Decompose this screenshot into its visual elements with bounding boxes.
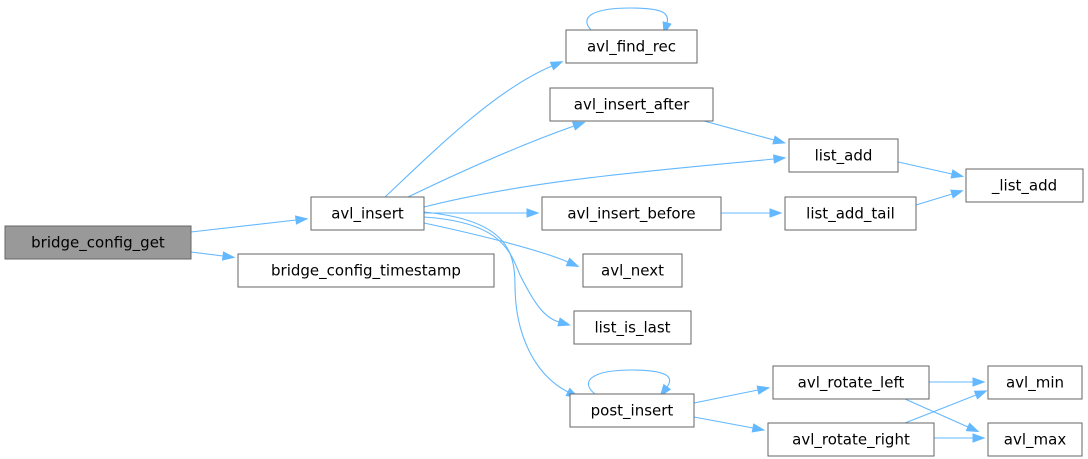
- edge-avl-insert-after-to-list-add: [703, 120, 775, 141]
- node-label: post_insert: [591, 402, 674, 421]
- node-label: avl_max: [1004, 431, 1067, 450]
- edge-list-add-tail-to--list-add: [915, 193, 953, 206]
- edge-avl-insert-to-avl-next: [423, 222, 569, 263]
- node-avl-max[interactable]: avl_max: [987, 422, 1083, 457]
- node-box: [541, 196, 722, 231]
- node-avl-min[interactable]: avl_min: [987, 365, 1083, 400]
- node-underscore-list-add[interactable]: _list_add: [965, 168, 1084, 203]
- node-post-insert[interactable]: post_insert: [569, 393, 695, 428]
- edge-avl-insert-to-list-add: [423, 158, 775, 208]
- edge-list-add-to--list-add: [897, 161, 953, 175]
- node-list-is-last[interactable]: list_is_last: [573, 310, 692, 345]
- node-box: [237, 253, 495, 288]
- node-box: [788, 138, 899, 173]
- edge-bridge-config-get-to-avl-insert: [190, 219, 297, 233]
- call-graph-edges: [190, 7, 988, 443]
- node-box: [549, 87, 714, 122]
- arrowhead-avl-insert-to-avl-insert-after: [571, 121, 586, 131]
- arrowhead-list-add-to--list-add: [950, 169, 965, 179]
- node-box: [987, 422, 1083, 457]
- node-box: [565, 29, 698, 64]
- node-avl-rotate-right[interactable]: avl_rotate_right: [767, 422, 935, 457]
- edge-avl-rotate-left-to-avl-max: [904, 398, 969, 428]
- node-label: avl_next: [601, 262, 664, 281]
- node-bridge-config-get[interactable]: bridge_config_get: [4, 225, 192, 260]
- node-box: [772, 365, 930, 400]
- node-bridge-config-timestamp[interactable]: bridge_config_timestamp: [237, 253, 495, 288]
- arrowhead-list-add-tail-to--list-add: [950, 189, 964, 199]
- node-label: bridge_config_timestamp: [271, 262, 461, 281]
- node-avl-insert-before[interactable]: avl_insert_before: [541, 196, 722, 231]
- arrowhead-avl-insert-to-avl-next: [565, 257, 580, 267]
- node-avl-next[interactable]: avl_next: [582, 253, 683, 288]
- edge-avl-insert-to-post-insert: [423, 211, 569, 393]
- node-label: avl_insert_after: [574, 96, 690, 115]
- edge-post-insert-to-avl-rotate-right: [693, 416, 754, 429]
- arrowhead-avl-rotate-left-to-avl-max: [965, 422, 980, 433]
- node-box: [310, 196, 425, 231]
- node-list-add[interactable]: list_add: [788, 138, 899, 173]
- node-label: avl_rotate_right: [792, 431, 910, 450]
- node-box: [987, 365, 1083, 400]
- edge-post-insert-to-avl-rotate-left: [693, 389, 759, 404]
- node-label: list_is_last: [594, 319, 670, 338]
- arrowhead-post-insert-to-avl-rotate-right: [751, 423, 766, 433]
- node-avl-insert[interactable]: avl_insert: [310, 196, 425, 231]
- node-label: _list_add: [991, 177, 1057, 196]
- arrowhead-avl-rotate-right-to-avl-max: [972, 433, 986, 443]
- node-label: avl_insert_before: [567, 205, 695, 224]
- arrowhead-avl-rotate-left-to-avl-min: [972, 377, 986, 387]
- node-label: avl_rotate_left: [798, 374, 905, 393]
- arrowhead-avl-insert-to-list-is-last: [557, 317, 571, 327]
- node-box: [767, 422, 935, 457]
- edge-avl-rotate-right-to-avl-min: [904, 394, 977, 424]
- arrowhead-post-insert-to-avl-rotate-left: [756, 385, 771, 395]
- node-box: [784, 196, 917, 231]
- arrowhead-avl-insert-to-avl-find-rec: [549, 61, 564, 71]
- arrowhead-bridge-config-get-to-avl-insert: [294, 215, 309, 225]
- edge-bridge-config-get-to-bridge-config-timestamp: [190, 251, 224, 257]
- arrowhead-avl-insert-to-list-add: [773, 154, 787, 164]
- edge-avl-insert-to-avl-find-rec: [384, 65, 553, 198]
- node-box: [573, 310, 692, 345]
- call-graph-nodes: bridge_config_get avl_insert bridge_config…: [4, 29, 1084, 457]
- node-label: avl_find_rec: [587, 38, 676, 57]
- edge-post-insert-to-post-insert: [588, 369, 671, 395]
- node-label: avl_insert: [331, 205, 404, 224]
- node-box: [582, 253, 683, 288]
- node-avl-insert-after[interactable]: avl_insert_after: [549, 87, 714, 122]
- node-label: avl_min: [1006, 374, 1064, 393]
- arrowhead-avl-rotate-right-to-avl-min: [973, 390, 988, 400]
- node-label: list_add_tail: [806, 205, 895, 224]
- edge-avl-insert-to-list-is-last: [423, 216, 560, 323]
- node-avl-rotate-left[interactable]: avl_rotate_left: [772, 365, 930, 400]
- arrowhead-avl-insert-after-to-list-add: [772, 135, 787, 145]
- arrowhead-post-insert-to-post-insert: [659, 383, 672, 398]
- edge-avl-insert-to-avl-insert-after: [407, 125, 575, 198]
- node-avl-find-rec[interactable]: avl_find_rec: [565, 29, 698, 64]
- arrowhead-bridge-config-get-to-bridge-config-timestamp: [221, 251, 236, 261]
- node-label: list_add: [815, 147, 873, 166]
- arrowhead-avl-insert-before-to-list-add-tail: [769, 208, 783, 218]
- node-box: [965, 168, 1084, 203]
- node-label: bridge_config_get: [31, 234, 165, 253]
- node-box: [569, 393, 695, 428]
- arrowhead-avl-insert-to-avl-insert-before: [526, 208, 540, 218]
- node-box: [4, 225, 192, 260]
- edge-avl-find-rec-to-avl-find-rec: [586, 7, 669, 31]
- node-list-add-tail[interactable]: list_add_tail: [784, 196, 917, 231]
